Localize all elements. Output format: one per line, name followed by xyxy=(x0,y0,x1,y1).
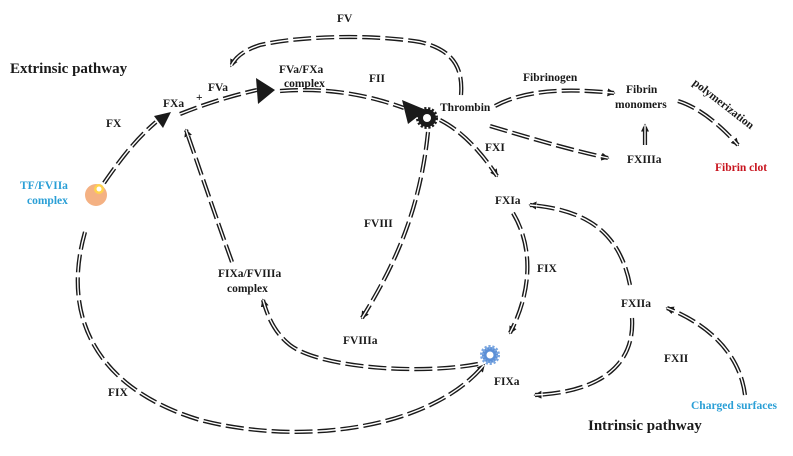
fixa-fviiia-to-fxa-arrow xyxy=(184,128,234,263)
fii-to-thrombin-arrowhead xyxy=(402,100,426,124)
fixa-fviiia-complex-label-line1: FIXa/FVIIIa xyxy=(218,268,282,280)
fibrin-monomers-label-line2: monomers xyxy=(615,99,667,111)
fxa-to-fva-fxa-complex-arrow xyxy=(179,87,258,116)
thrombin-gear-icon xyxy=(416,107,438,129)
fii-label: FII xyxy=(369,73,386,85)
polymerization-label: polymerization xyxy=(690,77,756,132)
plus-sign: + xyxy=(196,92,203,104)
charged-surfaces-label: Charged surfaces xyxy=(691,400,777,412)
fxa-label: FXa xyxy=(163,98,184,110)
fva-fxa-complex-label-line2: complex xyxy=(284,78,325,90)
fv-label: FV xyxy=(337,13,353,25)
fviii-label: FVIII xyxy=(364,218,393,230)
fibrinogen-label: Fibrinogen xyxy=(523,72,578,84)
thrombin-to-fxia-arrow xyxy=(439,118,499,178)
arrows-layer xyxy=(75,34,748,434)
fxii-to-fxiia-arrow xyxy=(665,306,748,396)
fva-to-complex-arrowhead xyxy=(256,78,275,104)
fix-middle-label: FIX xyxy=(537,263,558,275)
tf-fviia-to-fxa-arrow xyxy=(102,120,158,185)
fixa-label: FIXa xyxy=(494,376,520,388)
fxiia-to-fixa-arrow xyxy=(533,317,635,399)
tf-fviia-to-fixa-arrow xyxy=(75,231,486,434)
fva-label: FVa xyxy=(208,82,228,94)
complex-to-thrombin-arrow xyxy=(279,88,405,110)
fxiia-label: FXIIa xyxy=(621,298,651,310)
thrombin-to-fibrin-monomers-arrow xyxy=(494,88,616,108)
tf-fviia-label-line2: complex xyxy=(27,195,68,207)
fixa-to-fixa-fviiia-arrow xyxy=(260,298,479,372)
fxia-label: FXIa xyxy=(495,195,521,207)
fx-label: FX xyxy=(106,118,122,130)
tf-fviia-complex-icon xyxy=(85,184,107,206)
tf-fviia-label-line1: TF/FVIIa xyxy=(20,180,68,192)
thrombin-label: Thrombin xyxy=(440,102,491,114)
thrombin-to-fxiiia-arrow xyxy=(489,123,610,161)
thrombin-to-fva-feedback-arrow xyxy=(229,34,464,96)
extrinsic-pathway-title: Extrinsic pathway xyxy=(10,61,128,77)
thrombin-to-fviiia-arrow xyxy=(360,131,431,320)
fxiia-to-fxia-arrow xyxy=(528,201,633,286)
fix-bottom-label: FIX xyxy=(108,387,129,399)
fxia-to-fixa-arrow xyxy=(508,211,530,335)
fxii-label: FXII xyxy=(664,353,689,365)
fibrin-clot-label: Fibrin clot xyxy=(715,162,767,174)
fxi-label: FXI xyxy=(485,142,505,154)
fx-to-fxa-arrowhead xyxy=(154,112,171,128)
intrinsic-pathway-title: Intrinsic pathway xyxy=(588,418,702,434)
fibrin-monomers-label-line1: Fibrin xyxy=(626,84,658,96)
fixa-gear-icon xyxy=(480,345,500,365)
fviiia-label: FVIIIa xyxy=(343,335,378,347)
fibrin-monomers-to-clot-arrow xyxy=(677,98,740,147)
fxiiia-label: FXIIIa xyxy=(627,154,662,166)
fva-fxa-complex-label-line1: FVa/FXa xyxy=(279,64,324,76)
fixa-fviiia-complex-label-line2: complex xyxy=(227,283,268,295)
